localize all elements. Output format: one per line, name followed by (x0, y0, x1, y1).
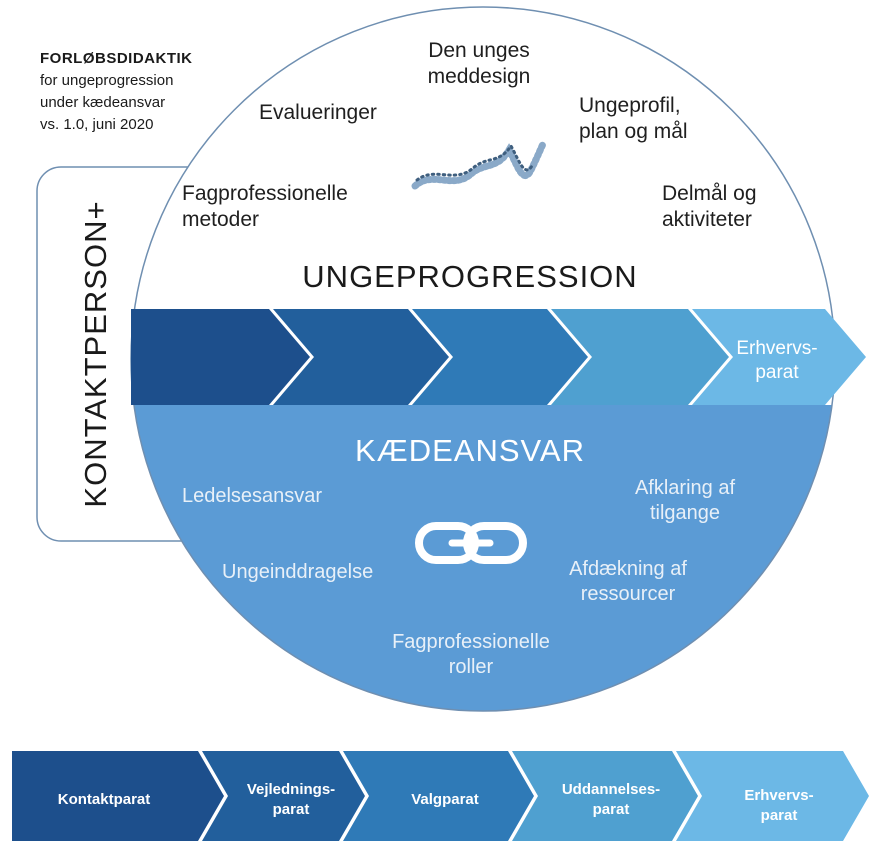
stage-1-line-1: Kontaktparat (57, 790, 151, 808)
meddesign-line-2: meddesign (427, 65, 531, 89)
band-chevron-5 (692, 309, 866, 405)
stage-chevron-4 (512, 751, 698, 841)
stage-5-line-1: Erhvervs- (744, 786, 814, 804)
stage-label-erhvervsparat: Erhvervs- parat (744, 786, 813, 827)
ungeprofil-label: Ungeprofil, plan og mål (579, 93, 688, 146)
meddesign-label: Den unges meddesign (414, 38, 544, 91)
afdaekning-line-1: Afdækning af (569, 558, 687, 580)
ledelsesansvar-label: Ledelsesansvar (182, 485, 323, 507)
progression-band (131, 309, 866, 405)
band-label-line-2: parat (755, 361, 799, 383)
afklaring-line-1: Afklaring af (634, 477, 736, 499)
stage-label-valgparat: Valgparat (411, 790, 479, 810)
kaedeansvar-title: KÆDEANSVAR (355, 433, 585, 468)
fagmetoder-line-1: Fagprofessionelle (182, 182, 348, 205)
band-chevron-3 (412, 309, 588, 405)
chain-link-icon (415, 522, 527, 564)
delmaal-line-2: aktiviteter (662, 208, 752, 232)
header-line-2: under kædeansvar (40, 94, 166, 111)
afklaring-line-2: tilgange (649, 502, 721, 524)
stage-5-line-2: parat (760, 807, 798, 824)
stage-label-uddannelsesparat: Uddannelses- parat (562, 780, 660, 821)
delmaal-label: Delmål og aktiviteter (662, 181, 757, 234)
ungeprofil-line-1: Ungeprofil, (579, 94, 681, 117)
stage-strip (12, 751, 869, 841)
ungeprogression-title: UNGEPROGRESSION (302, 259, 638, 294)
header-line-3: vs. 1.0, juni 2020 (40, 116, 154, 133)
fagmetoder-line-2: metoder (182, 208, 260, 232)
band-erhvervsparat-label: Erhvervs- parat (712, 337, 842, 385)
band-chevron-4 (551, 309, 729, 405)
stage-label-vejledningsparat: Vejlednings- parat (247, 780, 335, 821)
stage-label-kontaktparat: Kontaktparat (58, 790, 151, 810)
band-label-line-1: Erhvervs- (736, 338, 818, 359)
stage-2-line-1: Vejlednings- (246, 780, 336, 798)
stage-chevron-2 (202, 751, 365, 841)
stage-chevron-5 (676, 751, 869, 841)
ungeprofil-line-2: plan og mål (579, 120, 688, 144)
stage-chevron-1 (12, 751, 224, 841)
fagprofessionelle-metoder-label: Fagprofessionelle metoder (182, 181, 348, 234)
fagroller-line-1: Fagprofessionelle (392, 631, 550, 653)
stage-3-line-1: Valgparat (411, 790, 479, 808)
afdaekning-line-2: ressourcer (580, 583, 676, 605)
band-chevron-1 (131, 309, 310, 405)
contact-person-label: KONTAKTPERSON+ (78, 200, 113, 508)
meddesign-line-1: Den unges (428, 39, 530, 62)
header-title: FORLØBSDIDAKTIK (40, 50, 193, 67)
band-chevron-2 (273, 309, 449, 405)
fagroller-line-2: roller (448, 656, 494, 678)
stage-4-line-2: parat (592, 801, 630, 818)
stage-2-line-2: parat (272, 801, 310, 818)
ungeinddragelse-label: Ungeinddragelse (222, 561, 374, 583)
header-line-1: for ungeprogression (40, 72, 174, 89)
evalueringer-label: Evalueringer (259, 101, 377, 124)
fagprofessionelle-roller-label: Fagprofessionelle roller (366, 630, 576, 680)
afklaring-label: Afklaring af tilgange (610, 476, 760, 526)
stage-4-line-1: Uddannelses- (561, 780, 661, 798)
progression-wave-icon (411, 140, 547, 190)
delmaal-line-1: Delmål og (662, 182, 757, 205)
afdaekning-label: Afdækning af ressourcer (548, 557, 708, 607)
stage-chevron-3 (343, 751, 534, 841)
